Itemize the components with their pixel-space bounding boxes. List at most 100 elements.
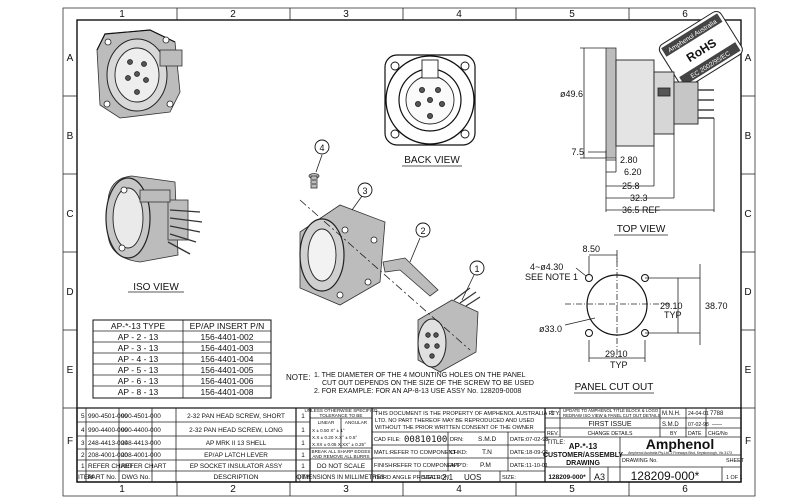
bom-row5-qty: 1 bbox=[301, 413, 305, 420]
do-not-scale: DO NOT SCALE bbox=[317, 463, 366, 470]
iso-view-label: ISO VIEW bbox=[133, 282, 179, 293]
back-view bbox=[384, 54, 476, 146]
screw-part bbox=[308, 173, 320, 189]
bom-row4-desc: 2-32 PAN HEAD SCREW, LONG bbox=[189, 427, 283, 434]
bom-row1-dwg: REFER CHART bbox=[121, 463, 166, 470]
bom-row5-part: 990-4501-000 bbox=[88, 413, 128, 420]
shell-part bbox=[299, 204, 386, 306]
zone-col-6: 6 bbox=[682, 9, 688, 20]
tol-edges-2: AND REMOVE ALL BURRS bbox=[312, 454, 369, 459]
bom-row4-dwg: 990-4400-000 bbox=[121, 427, 161, 434]
balloon-2: 2 bbox=[415, 222, 431, 238]
finish-value: REFER TO COMPONENT bbox=[393, 463, 460, 469]
panel-dim-29-10-typ: TYP bbox=[664, 310, 682, 320]
zone-col-6-bottom: 6 bbox=[682, 484, 688, 495]
note-line-3: 2. FOR EXAMPLE: FOR AN AP-8-13 USE ASSY … bbox=[314, 388, 521, 395]
approved-value: P.M bbox=[480, 462, 491, 469]
rev0-desc: FIRST ISSUE bbox=[588, 421, 631, 428]
zone-row-f-right: F bbox=[745, 436, 751, 447]
drawing-number-label: DRAWING No. bbox=[622, 458, 658, 464]
title-block-lines bbox=[76, 407, 742, 483]
zone-row-f: F bbox=[67, 436, 73, 447]
top-dim-2-80: 2.80 bbox=[620, 155, 638, 165]
bom-row4-qty: 1 bbox=[301, 427, 305, 434]
sheet-size: A3 bbox=[594, 472, 605, 482]
tol-linear: LINEAR bbox=[318, 420, 335, 425]
third-angle-projection: THIRD ANGLE PROJECTION bbox=[374, 475, 449, 481]
type-table-header-type: AP-*-13 TYPE bbox=[111, 321, 166, 331]
type-insert-table bbox=[92, 319, 272, 399]
date-approved: DATE:11-10-01 bbox=[510, 463, 548, 469]
iso-view bbox=[105, 175, 203, 263]
date-label: DATE bbox=[688, 431, 702, 437]
front-perspective-view bbox=[96, 29, 183, 119]
uos-value: UOS bbox=[464, 473, 481, 482]
chg-label: CHG/No bbox=[708, 431, 728, 437]
type-table-row2-insert: 156-4401-003 bbox=[201, 343, 254, 353]
note-label: NOTE: bbox=[286, 373, 310, 382]
finish-label: FINISH: bbox=[374, 463, 394, 469]
panel-cutout-label: PANEL CUT OUT bbox=[575, 382, 654, 393]
bom-row4-item: 4 bbox=[81, 427, 85, 434]
scale-label: SCALE: bbox=[422, 475, 442, 481]
zone-row-b-right: B bbox=[745, 131, 752, 142]
balloon-3: 3 bbox=[357, 182, 373, 198]
drawing-number: 128209-000* bbox=[631, 469, 700, 483]
type-table-row6-type: AP - 8 - 13 bbox=[118, 387, 159, 397]
rev1-desc-1: UPDATE TO AMPHENOL TITLE BLOCK & LOGO bbox=[563, 408, 659, 413]
panel-dim-bottom-typ: TYP bbox=[610, 360, 628, 370]
bom-row1-desc: EP SOCKET INSULATOR ASSY bbox=[190, 463, 283, 470]
balloon-3-text: 3 bbox=[362, 186, 367, 196]
type-table-header-insert: EP/AP INSERT P/N bbox=[190, 321, 265, 331]
tol-edges-1: BREAK ALL SHARP EDGES bbox=[312, 449, 371, 454]
zone-col-1: 1 bbox=[119, 9, 125, 20]
type-table-row4-type: AP - 5 - 13 bbox=[118, 365, 159, 375]
lever-part bbox=[382, 257, 439, 297]
tol-row-1: X ± 0.50 X° ± 1° bbox=[312, 428, 345, 433]
date-checked: DATE:18-09-01 bbox=[510, 450, 548, 456]
bom-row3-item: 3 bbox=[81, 440, 85, 447]
top-dim-36-5: 36.5 REF bbox=[622, 205, 661, 215]
title-label: TITLE: bbox=[547, 440, 565, 446]
zone-row-e-right: E bbox=[745, 365, 752, 376]
bom-row3-dwg: 248-4413-000 bbox=[121, 440, 161, 447]
date-drawn: DATE:07-02-98 bbox=[510, 437, 548, 443]
type-table-row3-type: AP - 4 - 13 bbox=[118, 354, 159, 364]
cad-file-value: 00810100 bbox=[404, 435, 447, 445]
type-table-row4-insert: 156-4401-005 bbox=[201, 365, 254, 375]
type-table-row5-insert: 156-4401-006 bbox=[201, 376, 254, 386]
scale-value: 2:1 bbox=[442, 473, 454, 482]
title-line-1: AP-*-13 bbox=[569, 442, 598, 451]
sheet-value: 1 OF 1 bbox=[726, 475, 742, 481]
type-table-row2-type: AP - 3 - 13 bbox=[118, 343, 159, 353]
rev1-by: M.N.H. bbox=[662, 411, 681, 417]
type-table-row1-insert: 156-4401-002 bbox=[201, 332, 254, 342]
rev1-desc-2: REDRAW ISO VIEW & PANEL CUT OUT DETAILS bbox=[563, 413, 661, 418]
property-line-2: LTD. NO PART THEREOF MAY BE REPRODUCED A… bbox=[375, 418, 534, 424]
tol-angular: ANGULAR bbox=[345, 420, 368, 425]
balloon-4: 4 bbox=[314, 139, 330, 155]
title-line-3: DRAWING bbox=[566, 460, 600, 467]
zone-col-1-bottom: 1 bbox=[119, 484, 125, 495]
top-dim-7-5: 7.5 bbox=[571, 147, 584, 157]
drawn-value: S.M.D bbox=[478, 436, 497, 443]
rev0-chg: ----- bbox=[712, 422, 722, 428]
zone-row-c: C bbox=[66, 209, 73, 220]
zone-row-d: D bbox=[66, 287, 73, 298]
zone-row-b: B bbox=[67, 131, 74, 142]
bom-header-desc: DESCRIPTION bbox=[213, 474, 258, 481]
bom-row1-qty: 1 bbox=[301, 463, 305, 470]
type-table-row5-type: AP - 6 - 13 bbox=[118, 376, 159, 386]
dimensions-in-mm: DIMENSIONS IN MILLIMETRES bbox=[297, 475, 384, 481]
insulator-part bbox=[417, 287, 481, 373]
change-details-label: CHANGE DETAILS bbox=[588, 431, 633, 437]
zone-col-2: 2 bbox=[230, 9, 236, 20]
tol-line-2: TOLERANCE TO BE bbox=[320, 413, 363, 418]
zone-col-2-bottom: 2 bbox=[230, 484, 236, 495]
approved-label: APP'D: bbox=[450, 463, 468, 469]
panel-cutout bbox=[564, 250, 701, 362]
zone-row-c-right: C bbox=[744, 209, 751, 220]
bom-row2-dwg: 208-4001-000 bbox=[121, 452, 161, 459]
zone-col-5-bottom: 5 bbox=[569, 484, 575, 495]
exploded-assembly bbox=[299, 154, 481, 373]
